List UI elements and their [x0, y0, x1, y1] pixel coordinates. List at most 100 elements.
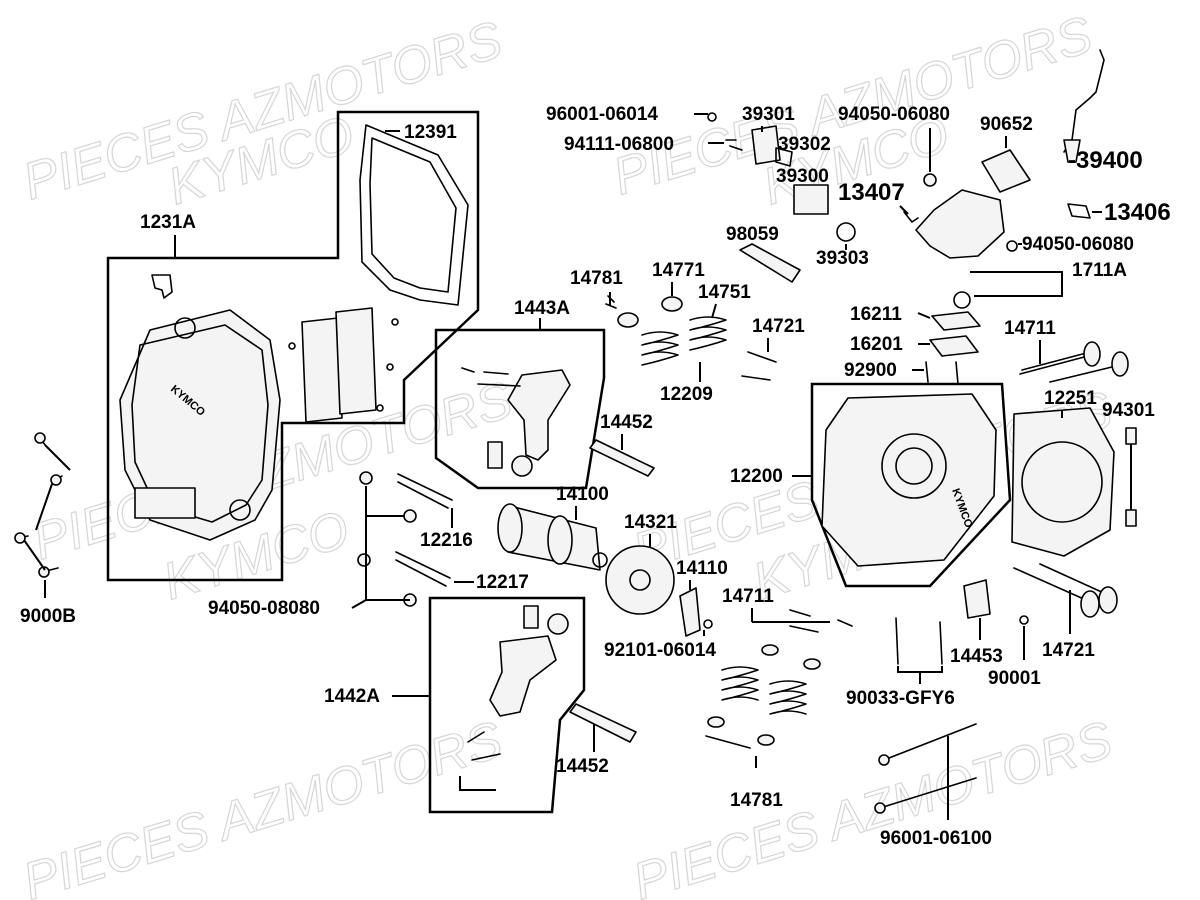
leader-9000b-links — [23, 444, 71, 571]
sensor-13407 — [903, 211, 919, 223]
label-14110: 14110 — [676, 558, 728, 579]
cam-plate-14110 — [679, 587, 701, 637]
rocker-bearing-b — [547, 613, 569, 635]
cam-lobe-b — [547, 515, 573, 565]
screw-1 — [288, 342, 296, 350]
oring-39303 — [836, 222, 856, 242]
label-94050-08080: 94050-08080 — [208, 598, 320, 619]
clip-13406 — [1067, 203, 1091, 219]
rocker-bearing — [511, 455, 533, 477]
label-14751: 14751 — [698, 282, 751, 303]
bracket-14453 — [963, 579, 991, 619]
label-39301: 39301 — [742, 104, 795, 125]
label-9000b: 9000B — [20, 606, 76, 627]
retainer-lower-b — [803, 658, 821, 670]
gasket-12391 — [359, 124, 469, 306]
label-14721-top: 14721 — [752, 316, 805, 337]
label-13406: 13406 — [1104, 199, 1171, 226]
screw-4 — [376, 404, 384, 412]
valve-springs-upper — [605, 295, 777, 381]
nut-a — [359, 471, 373, 485]
dowel-94301-a — [1125, 427, 1137, 445]
dowels-92900 — [925, 361, 959, 385]
cam-end — [592, 552, 608, 568]
label-90001: 90001 — [988, 668, 1041, 689]
label-94301: 94301 — [1102, 400, 1155, 421]
cam-sprocket-14321 — [605, 545, 675, 615]
bracket-39301 — [751, 125, 781, 165]
clip-39302 — [775, 147, 793, 167]
cylinder-head — [821, 393, 997, 567]
cover-port — [134, 487, 196, 519]
label-94050-06080-top: 94050-06080 — [838, 104, 950, 125]
label-1711a: 1711A — [1072, 260, 1127, 281]
studs-90033 — [895, 617, 943, 665]
bolt-90001 — [1019, 615, 1029, 625]
label-39303: 39303 — [816, 248, 869, 269]
screw-92101 — [703, 619, 713, 629]
retainer-14771b — [661, 296, 683, 312]
rocker-shaft-14452-bottom — [569, 703, 637, 743]
label-39300: 39300 — [776, 166, 829, 187]
label-14453: 14453 — [950, 646, 1003, 667]
label-14100: 14100 — [556, 484, 609, 505]
long-bolts-96001-06100 — [879, 723, 977, 809]
rocker-adjusters — [461, 367, 521, 387]
valve-14711-b — [1049, 365, 1117, 383]
group-box-1443a — [434, 328, 606, 490]
label-39302: 39302 — [778, 134, 831, 155]
spring-lower-b — [769, 680, 807, 715]
label-92101-06014: 92101-06014 — [604, 640, 716, 661]
rocker-sleeve — [487, 441, 503, 469]
rocker-arm-1443a — [507, 369, 571, 461]
label-98059: 98059 — [726, 224, 779, 245]
bolts-9000b — [14, 432, 71, 598]
sprocket-hub — [629, 569, 651, 591]
valve-head-a — [1083, 341, 1101, 367]
label-94111-06800: 94111-06800 — [564, 134, 674, 155]
adjuster-screws — [467, 731, 501, 761]
chain-guide-bolts — [357, 471, 453, 607]
label-12251: 12251 — [1044, 388, 1097, 409]
retainer-lower-a — [761, 644, 779, 656]
reed-plate-left — [301, 317, 343, 423]
leader-94050-08080-bracket — [365, 486, 410, 601]
head-gasket-12251 — [1011, 407, 1115, 557]
label-14781-top: 14781 — [570, 268, 623, 289]
nut-94050-06080-b — [1006, 240, 1018, 252]
spark-plug-hole — [895, 447, 933, 485]
screw-3 — [386, 363, 394, 371]
label-14452-bottom: 14452 — [556, 756, 609, 777]
group-box-1442a — [428, 596, 586, 814]
label-12391: 12391 — [404, 122, 457, 143]
valve-head-b — [1111, 351, 1129, 377]
label-1443a: 1443A — [514, 298, 570, 319]
rocker-arm-1442a — [489, 635, 557, 717]
long-bolt-head-b — [874, 802, 886, 814]
long-bolt-head-a — [878, 754, 890, 766]
spring-lower-a — [721, 666, 759, 701]
valves-14721-lower — [1013, 563, 1107, 601]
head-cover — [119, 309, 281, 541]
link-12216 — [397, 473, 453, 509]
injector-39300 — [793, 184, 829, 215]
nut-c — [357, 553, 371, 567]
cam-lobe-a — [497, 503, 523, 553]
rocker-group-1443a — [434, 328, 606, 490]
valve-springs-lower — [705, 609, 853, 749]
sensor-39400 — [1063, 139, 1081, 163]
label-14452-top: 14452 — [600, 412, 653, 433]
label-12216: 12216 — [420, 530, 473, 551]
cylinder-head-12200: KYMCO — [810, 382, 1012, 588]
gasket-12391-inner — [369, 137, 457, 293]
group-box-12200 — [810, 382, 1012, 588]
label-14321: 14321 — [624, 512, 677, 533]
screw-96001-06014 — [707, 112, 717, 122]
combustion-chamber — [881, 433, 947, 499]
label-12209: 12209 — [660, 384, 713, 405]
valve-head-d — [1098, 586, 1118, 614]
screw-2 — [391, 318, 399, 326]
cover-boss-bottom — [229, 499, 251, 521]
injector-cluster — [707, 112, 856, 242]
insulator-16201 — [929, 335, 979, 357]
